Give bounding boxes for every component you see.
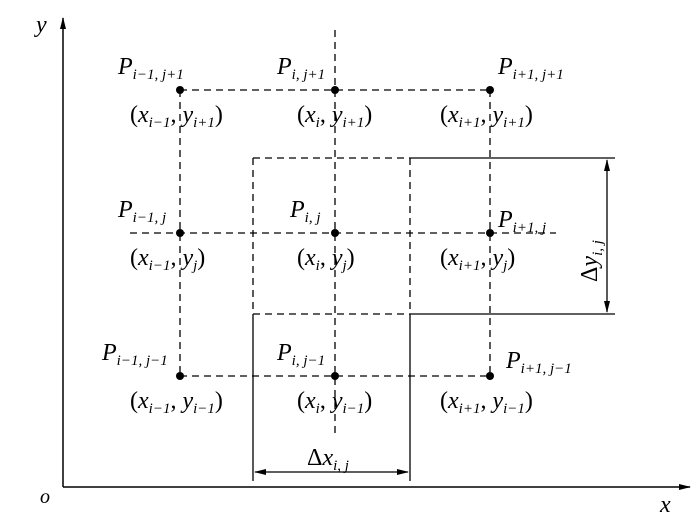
point-marker — [176, 372, 184, 380]
point-label: Pi+1, j+1 — [497, 54, 564, 83]
point-marker — [331, 86, 339, 94]
point-marker — [486, 372, 494, 380]
grid-point: Pi−1, j+1 (xi−1, yi+1) — [117, 54, 223, 131]
point-marker — [486, 86, 494, 94]
coordinate-label: (xi−1, yj) — [130, 245, 205, 274]
point-label: Pi−1, j — [117, 197, 166, 226]
origin-label: o — [40, 486, 50, 508]
point-label: Pi+1, j−1 — [505, 348, 572, 377]
dy-label: Δyi, j — [577, 240, 606, 282]
x-axis-label: x — [659, 492, 671, 518]
grid-point: Pi, j+1 (xi, yi+1) — [276, 54, 372, 131]
point-marker — [486, 229, 494, 237]
coordinate-label: (xi+1, yi−1) — [440, 388, 533, 417]
grid-point: Pi+1, j+1 (xi+1, yi+1) — [440, 54, 564, 131]
coordinate-label: (xi, yi−1) — [297, 388, 372, 417]
point-label: Pi, j−1 — [276, 340, 325, 369]
point-label: Pi−1, j+1 — [117, 54, 184, 83]
point-label: Pi, j+1 — [276, 54, 325, 83]
point-marker — [176, 229, 184, 237]
grid-point: Pi, j (xi, yj) — [289, 197, 355, 274]
grid-point: Pi, j−1 (xi, yi−1) — [276, 340, 372, 417]
point-label: Pi+1, j — [497, 207, 546, 236]
grid-point: Pi+1, j−1 (xi+1, yi−1) — [440, 348, 572, 417]
dimension-lines — [252, 157, 615, 481]
point-marker — [176, 86, 184, 94]
coordinate-label: (xi, yj) — [297, 245, 355, 274]
grid-dashed-lines — [130, 30, 556, 436]
coordinate-label: (xi−1, yi+1) — [130, 102, 223, 131]
point-marker — [331, 229, 339, 237]
coordinate-label: (xi+1, yj) — [440, 245, 515, 274]
point-marker — [331, 372, 339, 380]
grid-point: Pi+1, j (xi+1, yj) — [440, 207, 546, 274]
point-label: Pi, j — [289, 197, 321, 226]
dx-label: Δxi, j — [307, 445, 349, 474]
coordinate-label: (xi, yi+1) — [297, 102, 372, 131]
coordinate-label: (xi+1, yi+1) — [440, 102, 533, 131]
point-label: Pi−1, j−1 — [101, 340, 168, 369]
coordinate-label: (xi−1, yi−1) — [130, 388, 223, 417]
grid-point: Pi−1, j−1 (xi−1, yi−1) — [101, 340, 223, 417]
y-axis-label: y — [34, 12, 47, 38]
grid-point: Pi−1, j (xi−1, yj) — [117, 197, 205, 274]
